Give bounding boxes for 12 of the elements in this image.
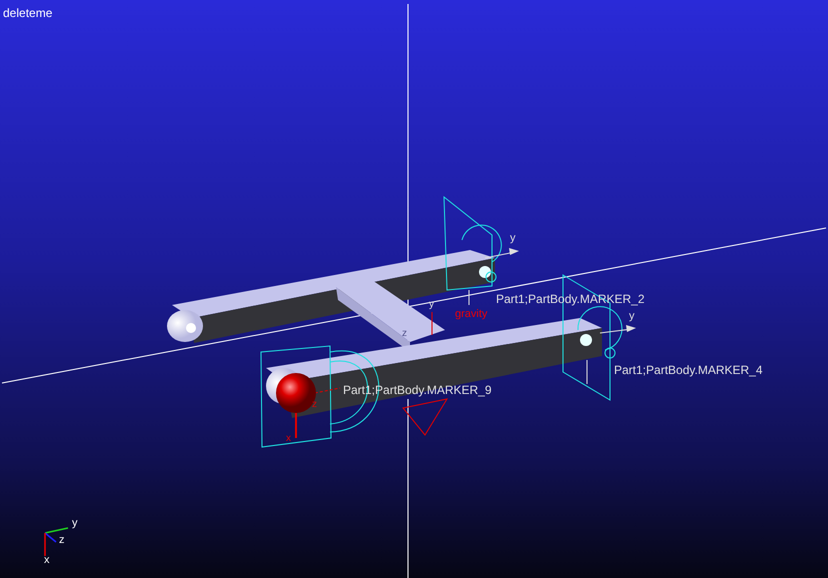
axis-label: y	[510, 233, 516, 244]
axis-label: z	[59, 535, 64, 546]
axis-label: y	[72, 518, 78, 529]
axis-label: x	[286, 434, 291, 444]
marker-label: Part1;PartBody.MARKER_4	[614, 364, 763, 376]
axis-label: z	[402, 329, 407, 339]
axis-label: y	[629, 311, 634, 322]
axis-label: x	[44, 555, 50, 566]
gravity-label: gravity	[455, 309, 488, 320]
axis-label: y	[429, 300, 434, 310]
model-name: deleteme	[3, 7, 52, 19]
axis-label: z	[312, 400, 317, 410]
